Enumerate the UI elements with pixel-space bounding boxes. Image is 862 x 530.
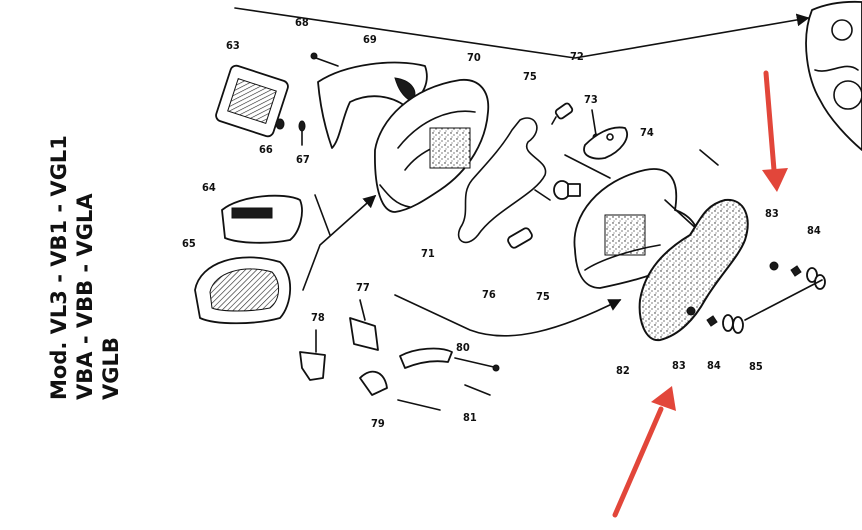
part-84-washer-lower (706, 315, 718, 327)
label-66: 66 (259, 143, 273, 156)
label-65: 65 (182, 237, 196, 250)
label-71: 71 (421, 247, 435, 260)
part-81-bolt (397, 357, 500, 411)
scooter-fragment (805, 0, 862, 151)
part-83-nut-lower (686, 306, 696, 316)
part-number-labels: 63 64 65 66 67 68 69 70 71 72 73 74 75 7… (182, 16, 821, 430)
model-label-line2: VBA - VBB - VGLA (73, 193, 97, 400)
part-66-screw (275, 118, 285, 130)
label-84-upper: 84 (807, 224, 821, 237)
label-68: 68 (295, 16, 309, 29)
part-80-bracket (399, 347, 453, 369)
part-74-bracket (583, 126, 628, 160)
label-81: 81 (463, 411, 477, 424)
part-63-lens (215, 64, 289, 138)
label-76: 76 (482, 288, 496, 301)
arrow-to-gasket (394, 294, 622, 337)
label-69: 69 (363, 33, 377, 46)
part-79-clip (359, 370, 388, 396)
label-83-upper: 83 (765, 207, 779, 220)
model-label: Mod. VL3 - VB1 - VGL1 VBA - VBB - VGLA V… (47, 135, 123, 400)
part-84-washer-upper (790, 265, 802, 277)
part-68-screw (310, 52, 339, 67)
leader-64 (314, 194, 331, 236)
highlight-arrow-lower (612, 386, 676, 518)
arrow-to-housing (302, 194, 377, 291)
label-70: 70 (467, 51, 481, 64)
label-73: 73 (584, 93, 598, 106)
part-70-housing (374, 79, 490, 213)
label-78: 78 (311, 311, 325, 324)
leader-85 (744, 279, 823, 321)
part-83-nut-upper (769, 261, 779, 271)
label-84-lower: 84 (707, 359, 721, 372)
label-82: 82 (616, 364, 630, 377)
label-63: 63 (226, 39, 240, 52)
label-77: 77 (356, 281, 370, 294)
highlight-arrow-upper (762, 70, 788, 192)
model-label-line3: VGLB (99, 337, 123, 400)
part-64-reflector (221, 194, 303, 244)
label-72: 72 (570, 50, 584, 63)
leader-75b (534, 189, 551, 201)
label-67: 67 (296, 153, 310, 166)
part-85-wingnut-upper (806, 267, 826, 290)
part-85-wingnut-lower (722, 314, 744, 334)
part-75-bulb-top (551, 102, 574, 125)
part-78-bracket (299, 329, 326, 381)
part-75-bulb-bottom (553, 180, 581, 200)
part-77-bracket (349, 299, 379, 351)
label-85: 85 (749, 360, 763, 373)
assembly-line-72 (234, 7, 810, 59)
label-75-top: 75 (523, 70, 537, 83)
label-79: 79 (371, 417, 385, 430)
part-67-screw (298, 120, 306, 146)
label-64: 64 (202, 181, 216, 194)
label-75-bottom: 75 (536, 290, 550, 303)
label-74: 74 (640, 126, 654, 139)
part-76-fuse (507, 227, 533, 249)
model-label-line1: Mod. VL3 - VB1 - VGL1 (47, 135, 71, 400)
label-83-lower: 83 (672, 359, 686, 372)
label-80: 80 (456, 341, 470, 354)
leader-75 (564, 154, 611, 179)
part-65-lens-frame (194, 256, 292, 325)
part-71-gasket (457, 117, 547, 244)
leader-81 (464, 384, 491, 396)
part-82-gasket (638, 198, 749, 342)
